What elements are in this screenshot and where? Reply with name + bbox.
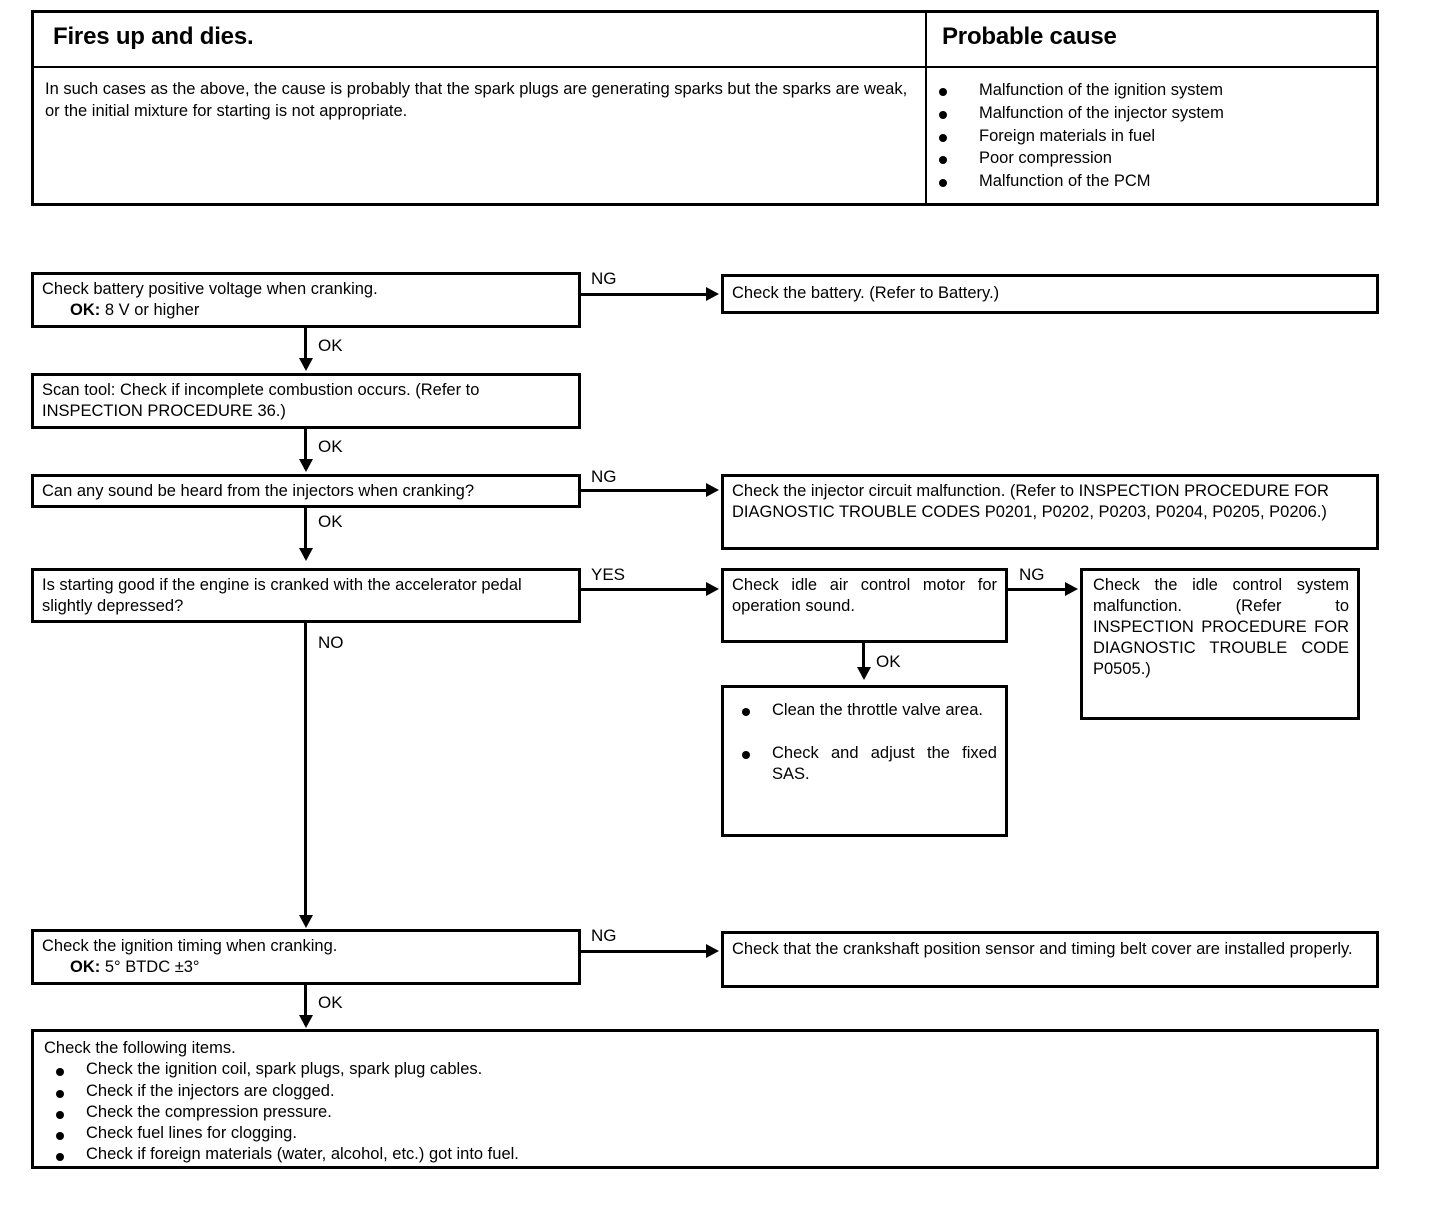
branch-label-ng-step5: NG	[591, 926, 617, 945]
arrow-right-icon	[706, 582, 719, 596]
arrow-down-icon	[857, 667, 871, 680]
table-header-divider	[34, 66, 1376, 68]
list-item: Clean the throttle valve area.	[732, 700, 997, 721]
flow-result-throttle-actions: Clean the throttle valve area. Check and…	[721, 685, 1008, 837]
arrow-right-icon	[1065, 582, 1078, 596]
flow-result-text: Check the idle control system malfunctio…	[1093, 576, 1349, 679]
flow-result-injector-circuit: Check the injector circuit malfunction. …	[721, 474, 1379, 550]
branch-label-ok-step5: OK	[318, 993, 343, 1012]
branch-label-ok-step1: OK	[318, 336, 343, 355]
arrow-right-icon	[706, 287, 719, 301]
flow-step-check-battery-voltage: Check battery positive voltage when cran…	[31, 272, 581, 328]
flow-step-text: Check the ignition timing when cranking.…	[34, 932, 578, 982]
step1-ok-value: 8 V or higher	[104, 301, 200, 320]
list-item: Malfunction of the ignition system	[937, 79, 1367, 102]
arrow-right-icon	[706, 483, 719, 497]
step5-line1: Check the ignition timing when cranking.	[42, 937, 338, 955]
flow-result-text: Check the injector circuit malfunction. …	[732, 482, 1329, 522]
connector-idle-ok	[862, 643, 865, 677]
list-item: Check fuel lines for clogging.	[44, 1123, 1368, 1144]
flow-result-check-battery: Check the battery. (Refer to Battery.)	[721, 274, 1379, 314]
branch-label-ok-idle: OK	[876, 652, 901, 671]
connector-step2-ok	[304, 429, 307, 469]
connector-step4-yes	[581, 588, 709, 591]
arrow-right-icon	[706, 944, 719, 958]
branch-label-ng-step3: NG	[591, 467, 617, 486]
connector-step1-ok	[304, 328, 307, 368]
branch-label-no-step4: NO	[318, 633, 344, 652]
connector-step5-ok	[304, 985, 307, 1025]
list-item: Check if the injectors are clogged.	[44, 1081, 1368, 1102]
arrow-down-icon	[299, 1015, 313, 1028]
list-item: Malfunction of the injector system	[937, 102, 1367, 125]
flow-step-text: Check idle air control motor for operati…	[732, 576, 997, 616]
list-item: Check and adjust the fixed SAS.	[732, 743, 997, 785]
connector-step3-ok	[304, 508, 307, 558]
connector-idle-ng	[1008, 588, 1068, 591]
flow-step-scan-tool: Scan tool: Check if incomplete combustio…	[31, 373, 581, 429]
arrow-down-icon	[299, 915, 313, 928]
flow-result-text: Check the battery. (Refer to Battery.)	[732, 284, 1000, 302]
flow-final-check-items: Check the following items. Check the ign…	[31, 1029, 1379, 1169]
flow-result-crankshaft-sensor: Check that the crankshaft position senso…	[721, 931, 1379, 988]
branch-label-ok-step2: OK	[318, 437, 343, 456]
flow-step-text: Scan tool: Check if incomplete combustio…	[42, 381, 480, 421]
list-item: Check the ignition coil, spark plugs, sp…	[44, 1059, 1368, 1080]
step1-ok-label: OK:	[70, 301, 101, 320]
step5-ok-value: 5° BTDC ±3°	[104, 958, 200, 977]
list-item: Poor compression	[937, 147, 1367, 170]
branch-label-yes-step4: YES	[591, 565, 626, 584]
symptom-description: In such cases as the above, the cause is…	[45, 80, 908, 120]
final-intro: Check the following items.	[44, 1039, 236, 1057]
symptom-header: Fires up and dies.	[53, 23, 254, 50]
branch-label-ng-idle: NG	[1019, 565, 1045, 584]
flow-step-text: Can any sound be heard from the injector…	[42, 482, 475, 500]
list-item: Check the compression pressure.	[44, 1102, 1368, 1123]
arrow-down-icon	[299, 459, 313, 472]
flow-step-accelerator-cranking: Is starting good if the engine is cranke…	[31, 568, 581, 623]
flow-step-injector-sound: Can any sound be heard from the injector…	[31, 474, 581, 508]
step1-line1: Check battery positive voltage when cran…	[42, 280, 378, 298]
flow-result-text: Check that the crankshaft position senso…	[732, 940, 1353, 958]
probable-cause-header: Probable cause	[942, 23, 1117, 50]
connector-step5-ng	[581, 950, 709, 953]
table-column-divider	[925, 13, 927, 203]
connector-step4-no	[304, 623, 307, 923]
flow-step-text: Is starting good if the engine is cranke…	[42, 576, 522, 616]
connector-step3-ng	[581, 489, 709, 492]
arrow-down-icon	[299, 548, 313, 561]
connector-step1-ng	[581, 293, 709, 296]
flow-final-content: Check the following items. Check the ign…	[34, 1032, 1376, 1169]
branch-label-ng-step1: NG	[591, 269, 617, 288]
symptom-summary-table: Fires up and dies. Probable cause In suc…	[31, 10, 1379, 206]
flow-step-text: Check battery positive voltage when cran…	[34, 275, 578, 325]
flow-step-idle-air-control-motor: Check idle air control motor for operati…	[721, 568, 1008, 643]
list-item: Malfunction of the PCM	[937, 170, 1367, 193]
flow-step-ignition-timing: Check the ignition timing when cranking.…	[31, 929, 581, 985]
flow-result-list: Clean the throttle valve area. Check and…	[724, 688, 1005, 811]
step5-ok-label: OK:	[70, 958, 101, 977]
probable-cause-list: Malfunction of the ignition system Malfu…	[937, 79, 1367, 193]
flow-result-idle-control-system: Check the idle control system malfunctio…	[1080, 568, 1360, 720]
arrow-down-icon	[299, 358, 313, 371]
branch-label-ok-step3: OK	[318, 512, 343, 531]
list-item: Check if foreign materials (water, alcoh…	[44, 1144, 1368, 1165]
list-item: Foreign materials in fuel	[937, 125, 1367, 148]
